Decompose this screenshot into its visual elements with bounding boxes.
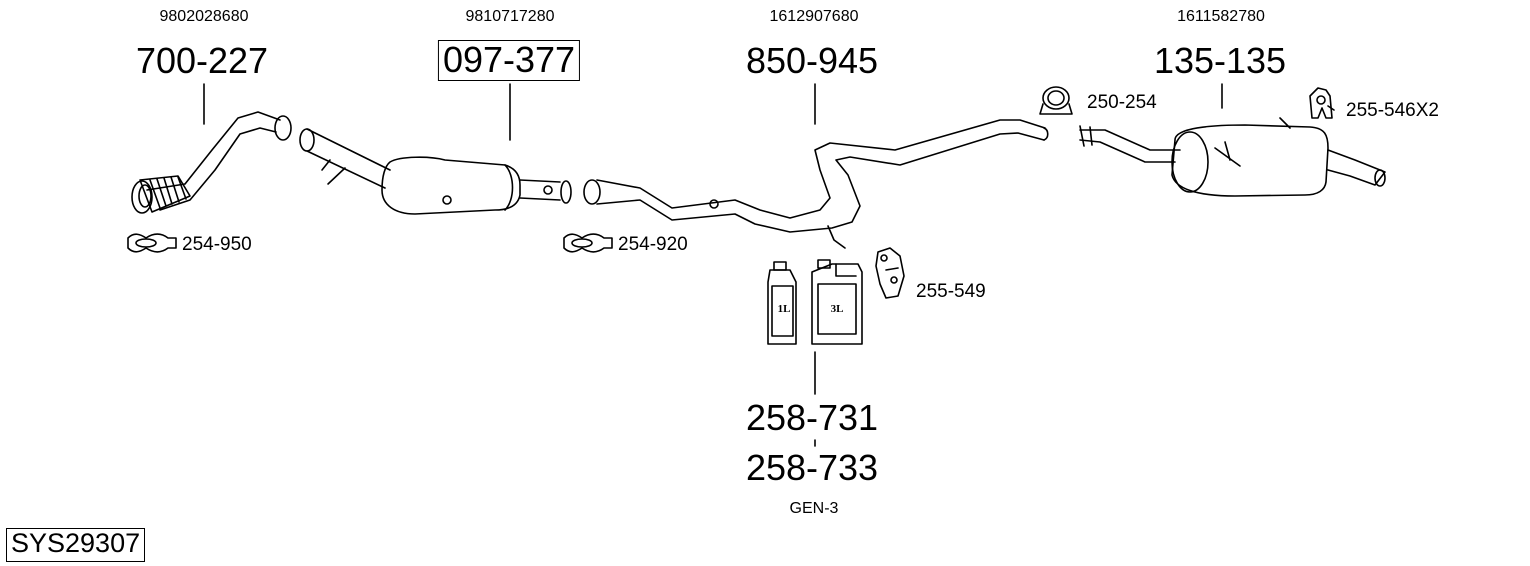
label-clamp-250-254[interactable]: 250-254 <box>1087 92 1157 113</box>
part-number-front-pipe[interactable]: 700-227 <box>135 40 269 81</box>
part-number-fluid-2[interactable]: 258-733 <box>745 447 879 488</box>
oem-number-front-pipe: 9802028680 <box>159 8 249 25</box>
rubber-mount-255-549-icon <box>875 247 905 299</box>
rubber-mount-255-546-icon <box>1309 87 1335 119</box>
rear-silencer-drawing <box>1079 117 1386 197</box>
canister-volume-label: 3L <box>831 303 844 315</box>
middle-pipe-drawing <box>583 119 1049 249</box>
label-rubber-mount-255-546[interactable]: 255-546X2 <box>1346 100 1439 121</box>
oem-number-middle-pipe: 1612907680 <box>769 8 859 25</box>
oem-number-catalyst: 9810717280 <box>465 8 555 25</box>
oem-number-rear-silencer: 1611582780 <box>1177 8 1265 25</box>
catalyst-drawing <box>299 128 572 215</box>
label-clamp-254-950[interactable]: 254-950 <box>182 234 252 255</box>
part-number-fluid-1[interactable]: 258-731 <box>745 397 879 438</box>
fluid-bottle-1l-icon <box>767 261 797 345</box>
fluid-generation-label: GEN-3 <box>789 500 839 517</box>
part-number-rear-silencer[interactable]: 135-135 <box>1153 40 1287 81</box>
part-number-middle-pipe[interactable]: 850-945 <box>745 40 879 81</box>
label-clamp-254-920[interactable]: 254-920 <box>618 234 688 255</box>
part-number-catalyst[interactable]: 097-377 <box>437 40 581 81</box>
clamp-254-950-icon <box>127 233 177 253</box>
fluid-canister-3l-icon <box>811 259 863 345</box>
system-code: SYS29307 <box>6 528 146 562</box>
clamp-254-920-icon <box>563 233 613 253</box>
label-rubber-mount-255-549[interactable]: 255-549 <box>916 281 986 302</box>
front-pipe-drawing <box>131 111 292 214</box>
clamp-250-254-icon <box>1039 86 1073 115</box>
bottle-volume-label: 1L <box>778 303 791 315</box>
